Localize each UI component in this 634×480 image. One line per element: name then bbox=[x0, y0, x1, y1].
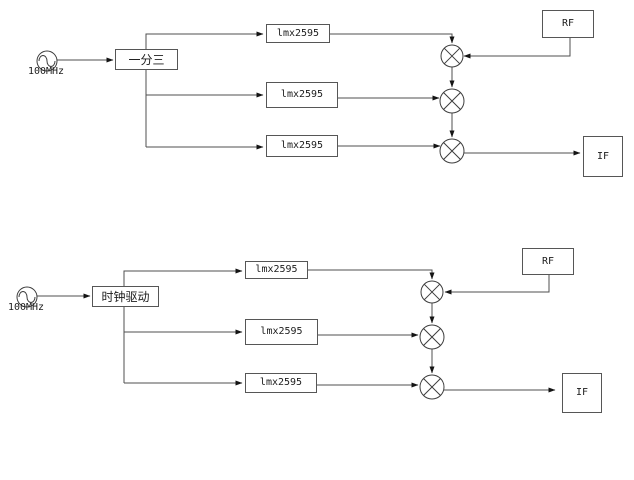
wire-pll1-to-mixer1 bbox=[308, 269, 435, 280]
mixer-icon bbox=[419, 324, 445, 350]
pll-box: lmx2595 bbox=[266, 82, 338, 108]
pll-box: lmx2595 bbox=[245, 319, 318, 345]
sine-wave-icon bbox=[18, 291, 36, 303]
mixer-icon bbox=[440, 44, 464, 68]
mixer-icon bbox=[419, 374, 445, 400]
source-frequency-label: 100MHz bbox=[7, 302, 45, 313]
pll-label: lmx2595 bbox=[280, 140, 324, 151]
pll-label: lmx2595 bbox=[260, 326, 303, 337]
bottom-wiring bbox=[37, 268, 556, 393]
pll-box: lmx2595 bbox=[266, 135, 338, 157]
oscillator-icon bbox=[16, 286, 38, 308]
splitter-label: 一分三 bbox=[128, 52, 165, 67]
wire-rf-to-mixer1 bbox=[444, 275, 550, 295]
pll-label: lmx2595 bbox=[259, 377, 303, 388]
top-wiring bbox=[57, 31, 581, 156]
pll-box: lmx2595 bbox=[266, 24, 330, 43]
mixer-icon bbox=[439, 88, 465, 114]
rf-label: RF bbox=[561, 18, 575, 29]
sine-wave-icon bbox=[38, 55, 56, 67]
if-box: IF bbox=[562, 373, 602, 413]
wire-pll1-to-mixer1 bbox=[330, 33, 455, 44]
wire-rf-to-mixer1 bbox=[463, 38, 571, 59]
clock-driver-label: 时钟驱动 bbox=[101, 289, 150, 304]
pll-label: lmx2595 bbox=[280, 89, 324, 100]
mixer-icon bbox=[420, 280, 444, 304]
mixer-icon bbox=[439, 138, 465, 164]
splitter-box: 一分三 bbox=[115, 49, 178, 70]
wire-branch-1 bbox=[145, 31, 264, 49]
rf-label: RF bbox=[541, 255, 555, 267]
source-frequency-label: 100MHz bbox=[27, 66, 65, 77]
pll-box: lmx2595 bbox=[245, 261, 308, 279]
pll-box: lmx2595 bbox=[245, 373, 317, 393]
pll-label: lmx2595 bbox=[276, 27, 320, 39]
if-label: IF bbox=[575, 387, 589, 398]
pll-label: lmx2595 bbox=[255, 264, 298, 275]
wire-branch-1 bbox=[123, 268, 243, 286]
rf-box: RF bbox=[542, 10, 594, 38]
oscillator-icon bbox=[36, 50, 58, 72]
if-label: IF bbox=[596, 150, 610, 162]
if-box: IF bbox=[583, 136, 623, 177]
rf-box: RF bbox=[522, 248, 574, 275]
clock-driver-box: 时钟驱动 bbox=[92, 286, 159, 307]
